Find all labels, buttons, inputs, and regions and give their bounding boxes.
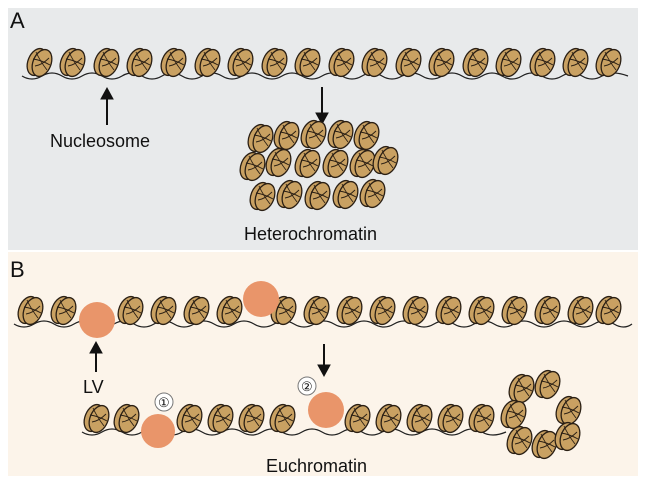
lv-particle (308, 392, 344, 428)
site-1-label: ① (158, 395, 170, 410)
panel-b-letter: B (10, 257, 25, 282)
dna-strand (21, 72, 629, 80)
down-arrow-icon (315, 87, 329, 126)
heterochromatin-cluster (235, 116, 403, 215)
heterochromatin-label: Heterochromatin (244, 224, 377, 244)
site-1-marker (154, 392, 174, 412)
panel-a-letter: A (10, 8, 25, 33)
nucleosome-label: Nucleosome (50, 131, 150, 151)
lv-label: LV (83, 377, 104, 397)
up-arrow-icon (89, 340, 103, 372)
lv-particle (141, 414, 175, 448)
lv-particle (79, 302, 115, 338)
site-2-marker (297, 376, 317, 396)
dna-strand (13, 320, 633, 328)
site-2-label: ② (301, 379, 313, 394)
lv-particle (243, 281, 279, 317)
down-arrow-icon (317, 344, 331, 378)
euchromatin-label: Euchromatin (266, 456, 367, 476)
up-arrow-icon (100, 86, 114, 125)
